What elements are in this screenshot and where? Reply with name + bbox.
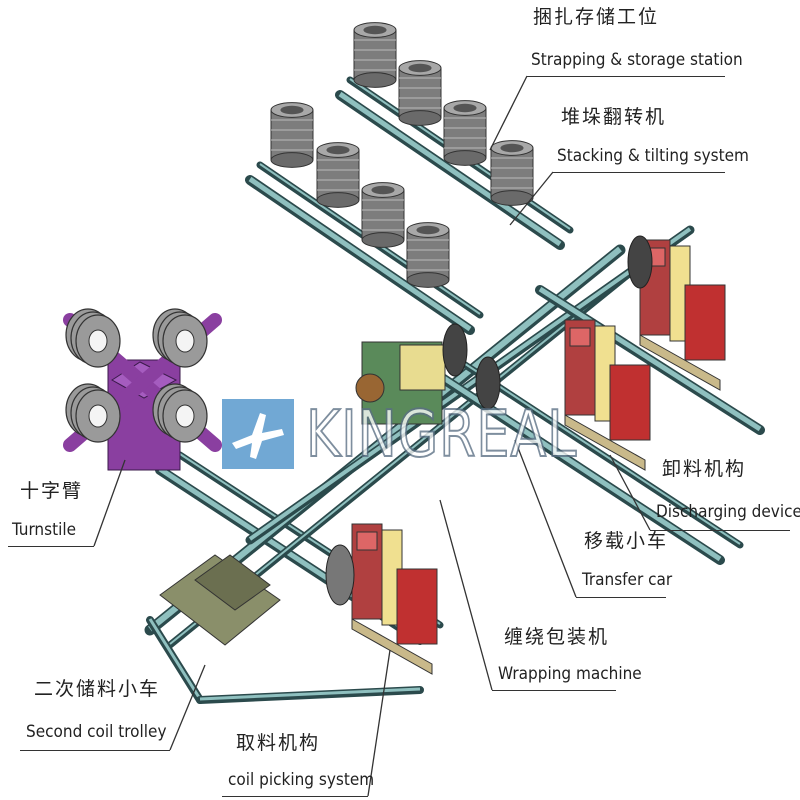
turnstile-underline xyxy=(8,546,94,547)
leader-lines xyxy=(93,75,651,797)
leader-transfer xyxy=(514,439,577,598)
leader-picking xyxy=(367,649,391,797)
leader-stacking xyxy=(509,171,554,226)
picking-underline xyxy=(222,796,368,797)
trolley-label-en: Second coil trolley xyxy=(26,722,167,742)
transfer-car-panel xyxy=(399,344,446,391)
airplane-logo-icon xyxy=(222,399,294,469)
strapping-label-en: Strapping & storage station xyxy=(531,50,743,70)
stacking-row-1-a-highlight xyxy=(248,176,472,332)
turnstile-label-zh: 十字臂 xyxy=(20,480,84,502)
discharging-label-en: Discharging device xyxy=(656,502,800,522)
drive-wheel-2 xyxy=(475,356,501,410)
discharging-label-zh: 卸料机构 xyxy=(662,458,747,480)
transfer-label-zh: 移载小车 xyxy=(584,530,669,552)
leader-wrapping xyxy=(439,499,493,691)
trolley-label-zh: 二次储料小车 xyxy=(34,678,161,700)
transfer-car-gear xyxy=(355,373,385,403)
strapping-label-zh: 捆扎存储工位 xyxy=(533,6,660,28)
drive-wheel-3 xyxy=(627,235,653,289)
coil-stack-row-a-1 xyxy=(270,102,314,168)
coil-stacks xyxy=(270,22,534,288)
turnstile-coil-4 xyxy=(152,383,208,443)
second-coil-trolley-body xyxy=(159,554,281,646)
machines xyxy=(159,235,726,675)
wrapping-label-zh: 缠绕包装机 xyxy=(504,626,610,648)
coil-stack-row-b-4 xyxy=(490,140,534,206)
discharging-device-2 xyxy=(564,319,651,471)
turnstile-illustration xyxy=(63,308,222,471)
coil-stack-row-b-2 xyxy=(398,60,442,126)
discharging-underline xyxy=(650,530,790,531)
coil-stack-row-b-3 xyxy=(443,100,487,166)
track-mid-diagonal-highlight xyxy=(248,227,692,541)
transfer-label-en: Transfer car xyxy=(582,570,673,590)
coil-stack-row-a-4 xyxy=(406,222,450,288)
second-coil-trolley-top xyxy=(194,554,271,611)
turnstile-label-en: Turnstile xyxy=(12,520,77,540)
turnstile-coil-2 xyxy=(152,308,208,368)
leader-strapping xyxy=(489,75,528,151)
coil-stack-row-a-2 xyxy=(316,142,360,208)
picking-label-en: coil picking system xyxy=(228,770,375,790)
strapping-underline xyxy=(527,76,725,77)
drive-wheel-1 xyxy=(442,323,468,377)
wrapping-machine-unit xyxy=(351,523,438,675)
coil-stack-row-a-3 xyxy=(361,182,405,248)
wrapping-ring xyxy=(325,544,355,606)
wrapping-underline xyxy=(492,690,616,691)
turnstile-coil-3 xyxy=(65,383,121,443)
leader-turnstile xyxy=(93,459,126,547)
wrapping-label-en: Wrapping machine xyxy=(498,664,642,684)
trolley-rail-a-highlight xyxy=(148,618,202,700)
stacking-row-2-a-highlight xyxy=(338,91,562,247)
stacking-label-en: Stacking & tilting system xyxy=(557,146,749,166)
leader-discharging xyxy=(609,454,651,531)
turnstile-coil-1 xyxy=(65,308,121,368)
track-far-right-highlight xyxy=(538,286,762,432)
coil-stack-row-b-1 xyxy=(353,22,397,88)
track-right-a-highlight xyxy=(428,366,722,562)
logo-text: KINGREAL xyxy=(305,397,578,473)
kingreal-watermark: KINGREAL xyxy=(222,396,577,473)
picking-label-zh: 取料机构 xyxy=(236,732,321,754)
leader-trolley xyxy=(169,664,206,751)
trolley-underline xyxy=(20,750,170,751)
transfer-underline xyxy=(576,597,666,598)
stacking-label-zh: 堆垛翻转机 xyxy=(561,106,667,128)
stacking-underline xyxy=(553,172,725,173)
